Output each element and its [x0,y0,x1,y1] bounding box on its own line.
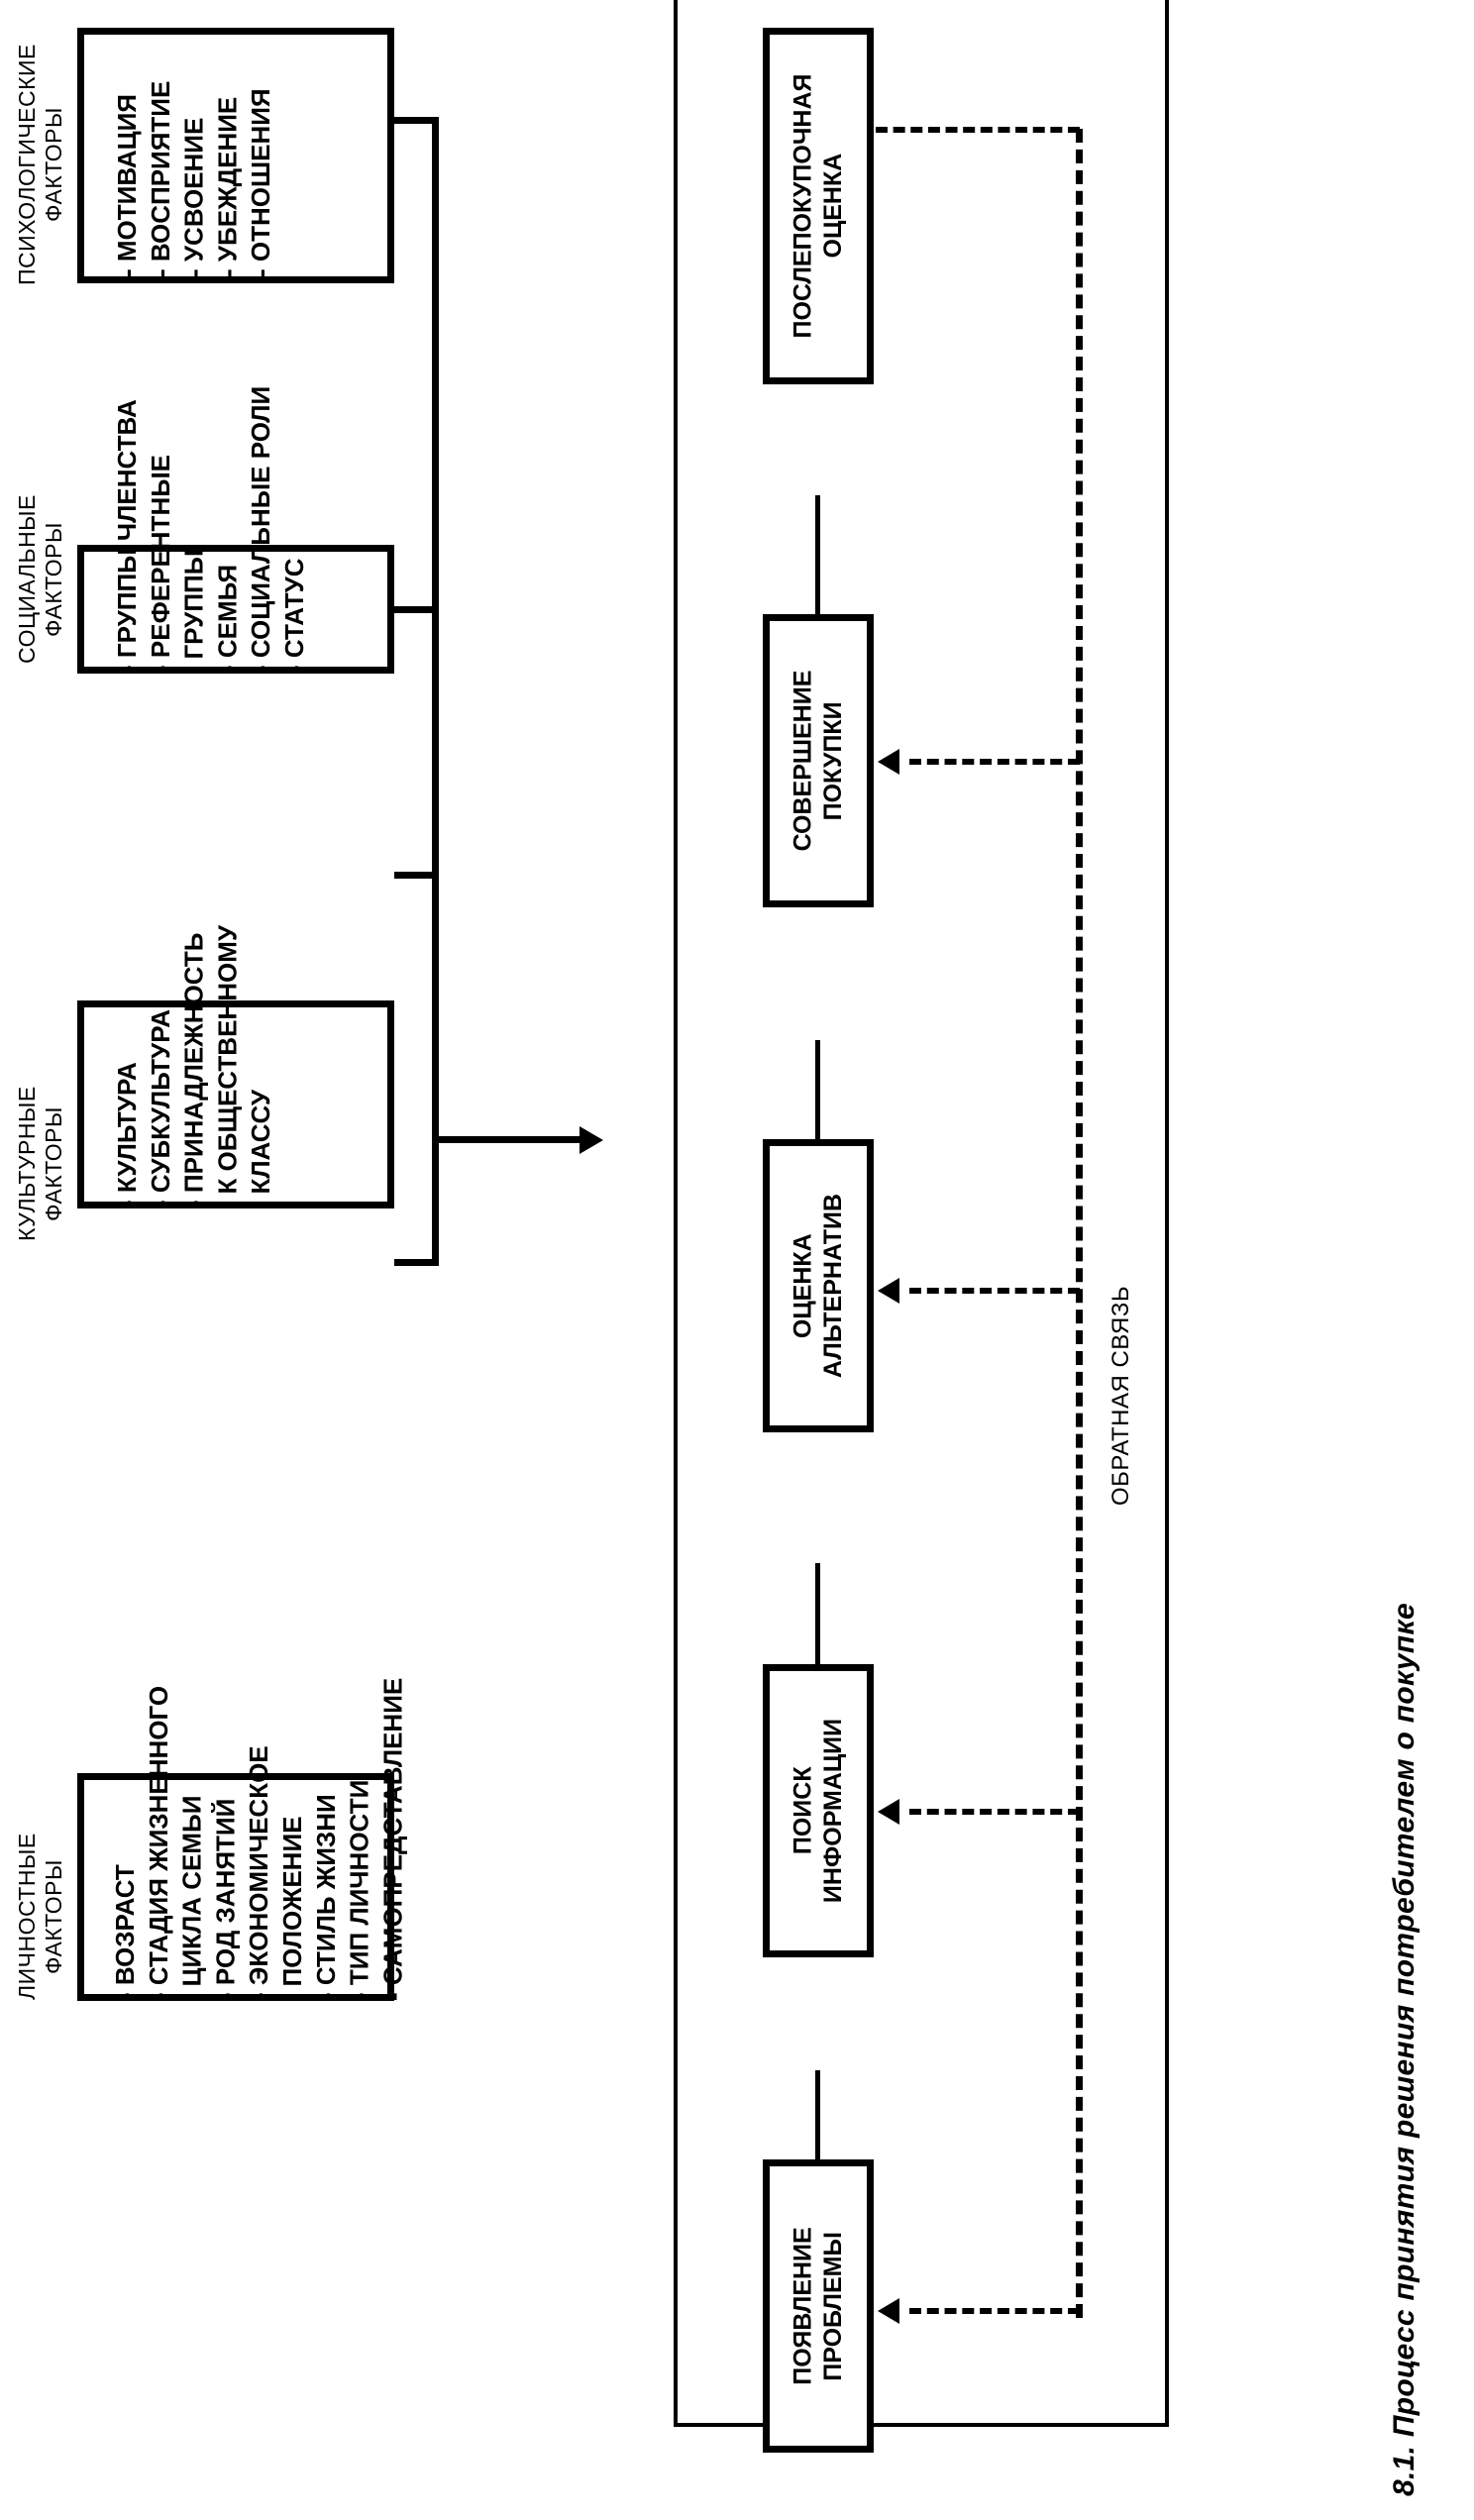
connector-problem-to-search [815,2070,820,2161]
bracket-stub-social [394,606,439,613]
factor-box-personal [77,1773,394,2001]
feedback-stub-purchase [909,759,1080,765]
process-frame [674,0,1169,2427]
stage-box-postbuy: ПОСЛЕПОКУПОЧНАЯ ОЦЕНКА [763,28,874,384]
factor-list-personal: - ВОЗРАСТ - СТАДИЯ ЖИЗНЕННОГО ЦИКЛА СЕМЬ… [110,1677,408,2001]
group-title-psychological: ПСИХОЛОГИЧЕСКИЕ ФАКТОРЫ [14,44,67,285]
feedback-arrow-search [878,1799,899,1825]
bracket-stub-personal [394,1259,439,1266]
bracket-to-flow-arrowhead [579,1126,603,1154]
connector-search-to-evaluation [815,1563,820,1666]
bracket-stub-cultural [394,872,439,879]
group-title-social: СОЦИАЛЬНЫЕ ФАКТОРЫ [14,494,67,665]
stage-label-postbuy: ПОСЛЕПОКУПОЧНАЯ ОЦЕНКА [789,73,848,339]
factor-box-social [77,545,394,674]
feedback-dashed-line [1076,129,1083,2318]
connector-purchase-to-postbuy [815,495,820,616]
bracket-spine [432,117,439,1266]
feedback-stub-problem [909,2308,1080,2314]
feedback-arrow-purchase [878,749,899,775]
connector-evaluation-to-purchase [815,1040,820,1141]
feedback-arrow-evaluation [878,1278,899,1304]
factor-list-psychological: - МОТИВАЦИЯ - ВОСПРИЯТИЕ - УСВОЕНИЕ - УБ… [112,80,276,277]
stage-label-purchase: СОВЕРШЕНИЕ ПОКУПКИ [789,670,848,852]
bracket-stub-psychological [394,117,439,124]
feedback-stub-evaluation [909,1288,1080,1294]
feedback-stub-search [909,1809,1080,1815]
group-title-personal: ЛИЧНОСТНЫЕ ФАКТОРЫ [14,1833,67,2001]
feedback-stub-postbuy [876,127,1080,133]
stage-box-evaluation: ОЦЕНКА АЛЬТЕРНАТИВ [763,1139,874,1432]
stage-label-evaluation: ОЦЕНКА АЛЬТЕРНАТИВ [789,1193,848,1379]
factor-box-cultural [77,1000,394,1208]
group-title-cultural: КУЛЬТУРНЫЕ ФАКТОРЫ [14,1086,67,1242]
stage-box-purchase: СОВЕРШЕНИЕ ПОКУПКИ [763,614,874,907]
stage-box-search: ПОИСК ИНФОРМАЦИИ [763,1664,874,1957]
factor-list-social: - ГРУППЫ ЧЛЕНСТВА - РЕФЕРЕНТНЫЕ ГРУППЫ -… [112,385,309,674]
figure-caption: 8.1. Процесс принятия решения потребител… [1388,1603,1421,2496]
feedback-label: ОБРАТНАЯ СВЯЗЬ [1107,1285,1134,1506]
stage-label-problem: ПОЯВЛЕНИЕ ПРОБЛЕМЫ [789,2227,848,2385]
bracket-to-flow-line [439,1136,582,1143]
stage-label-search: ПОИСК ИНФОРМАЦИИ [789,1718,848,1904]
stage-box-problem: ПОЯВЛЕНИЕ ПРОБЛЕМЫ [763,2159,874,2453]
feedback-arrow-problem [878,2298,899,2324]
factor-box-psychological [77,28,394,283]
factor-list-cultural: - КУЛЬТУРА - СУБКУЛЬТУРА - ПРИНАДЛЕЖНОСТ… [112,925,276,1208]
